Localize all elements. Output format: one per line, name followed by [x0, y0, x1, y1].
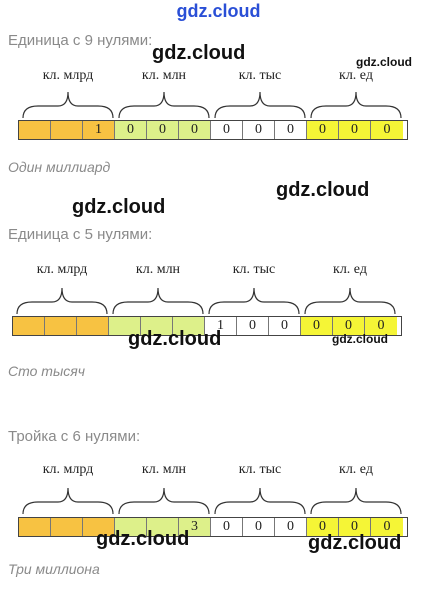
brace-thousands	[214, 487, 306, 515]
digit-cell: 0	[301, 317, 333, 335]
digit-cell	[147, 518, 179, 536]
brace-billions	[16, 287, 108, 315]
digit-cell: 0	[275, 518, 307, 536]
class-label-units: кл. ед	[339, 68, 373, 83]
watermark: gdz.cloud	[128, 328, 222, 350]
site-header[interactable]: gdz.cloud	[176, 1, 261, 21]
digit-cell	[173, 317, 205, 335]
brace-millions	[118, 487, 210, 515]
digit-cell	[141, 317, 173, 335]
digit-strip: 1 0 0 0 0 0 0 0 0 0	[18, 120, 408, 140]
digit-cell	[13, 317, 45, 335]
section-heading: Единица с 5 нулями:	[8, 226, 153, 243]
digit-cell: 0	[179, 121, 211, 139]
digit-cell: 0	[115, 121, 147, 139]
digit-cell: 0	[147, 121, 179, 139]
digit-cell: 0	[307, 518, 339, 536]
digit-cell: 0	[269, 317, 301, 335]
watermark: gdz.cloud	[96, 528, 190, 550]
class-braces	[22, 91, 402, 119]
digit-cell	[77, 317, 109, 335]
digit-cell	[83, 518, 115, 536]
digit-cell: 3	[179, 518, 211, 536]
digit-cell	[19, 121, 51, 139]
class-label-billions: кл. млрд	[42, 68, 94, 83]
digit-cell: 1	[205, 317, 237, 335]
section-caption: Три миллиона	[8, 561, 100, 577]
digit-cell: 0	[307, 121, 339, 139]
digit-cell: 0	[371, 518, 403, 536]
digit-cell: 0	[243, 518, 275, 536]
digit-cell	[51, 518, 83, 536]
section-caption: Сто тысяч	[8, 363, 85, 379]
class-label-units: кл. ед	[333, 262, 367, 277]
section-heading: Единица с 9 нулями:	[8, 32, 153, 49]
digit-cell	[19, 518, 51, 536]
brace-units	[304, 287, 396, 315]
watermark: gdz.cloud	[308, 532, 402, 554]
brace-thousands	[208, 287, 300, 315]
section-caption: Один миллиард	[8, 159, 111, 175]
brace-billions	[22, 91, 114, 119]
class-braces	[22, 487, 402, 515]
class-label-millions: кл. млн	[135, 262, 181, 277]
watermark: gdz.cloud	[356, 55, 412, 69]
digit-strip: 1 0 0 0 0 0	[12, 316, 402, 336]
class-label-thousands: кл. тыс	[238, 68, 282, 83]
digit-cell: 0	[371, 121, 403, 139]
section-heading: Тройка с 6 нулями:	[8, 428, 141, 445]
digit-cell: 0	[339, 518, 371, 536]
digit-cell: 0	[339, 121, 371, 139]
digit-cell: 0	[211, 121, 243, 139]
watermark: gdz.cloud	[332, 332, 388, 346]
class-label-billions: кл. млрд	[42, 462, 94, 477]
brace-units	[310, 91, 402, 119]
brace-units	[310, 487, 402, 515]
watermark: gdz.cloud	[72, 196, 166, 218]
digit-cell: 0	[275, 121, 307, 139]
digit-cell: 0	[365, 317, 397, 335]
digit-cell: 0	[333, 317, 365, 335]
digit-strip: 3 0 0 0 0 0 0	[18, 517, 408, 537]
brace-thousands	[214, 91, 306, 119]
watermark: gdz.cloud	[152, 42, 246, 64]
digit-cell	[109, 317, 141, 335]
class-label-billions: кл. млрд	[36, 262, 88, 277]
digit-cell: 0	[211, 518, 243, 536]
digit-cell	[45, 317, 77, 335]
class-label-thousands: кл. тыс	[238, 462, 282, 477]
digit-cell	[51, 121, 83, 139]
watermark: gdz.cloud	[276, 179, 370, 201]
digit-cell	[115, 518, 147, 536]
class-braces	[16, 287, 396, 315]
digit-cell: 0	[237, 317, 269, 335]
brace-millions	[118, 91, 210, 119]
class-label-thousands: кл. тыс	[232, 262, 276, 277]
class-label-millions: кл. млн	[141, 462, 187, 477]
brace-millions	[112, 287, 204, 315]
class-label-units: кл. ед	[339, 462, 373, 477]
brace-billions	[22, 487, 114, 515]
digit-cell: 1	[83, 121, 115, 139]
class-label-millions: кл. млн	[141, 68, 187, 83]
digit-cell: 0	[243, 121, 275, 139]
